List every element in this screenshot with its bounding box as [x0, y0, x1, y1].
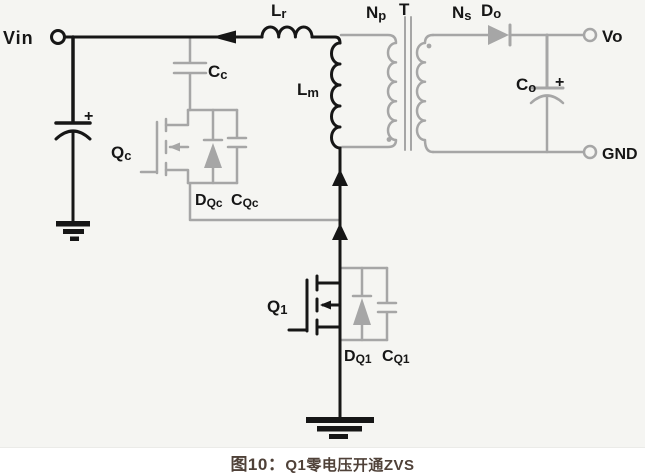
ns-label: Ns	[452, 3, 472, 23]
output-diode-do	[488, 23, 512, 47]
dq1-label: DQ1	[344, 348, 372, 366]
current-arrow-up-icon	[332, 169, 348, 186]
vin-terminal-icon	[50, 29, 66, 45]
caption-strip: 图10：Q1零电压开通ZVS	[0, 448, 645, 476]
do-label: Do	[481, 1, 501, 21]
vin-label: Vin	[3, 28, 34, 48]
secondary-winding-ns	[415, 33, 435, 154]
np-polarity-dot-icon	[386, 137, 392, 142]
body-diode-dqc	[202, 108, 224, 185]
clamp-capacitor-cc	[172, 35, 208, 112]
mosfet-qc	[139, 108, 190, 185]
co-label: Co	[516, 75, 536, 95]
dqc-label: DQc	[195, 192, 223, 210]
schematic-background	[0, 0, 645, 448]
current-arrow-left-icon	[212, 30, 236, 44]
body-diode-dq1	[351, 266, 373, 342]
t-label: T	[399, 0, 410, 19]
cq1-label: CQ1	[382, 348, 410, 366]
np-label: Np	[366, 3, 386, 23]
inductor-lr	[260, 25, 314, 39]
vo-terminal-icon	[582, 27, 598, 43]
output-cap-plus-sign: +	[555, 74, 564, 91]
qc-label: Qc	[111, 143, 131, 163]
vo-label: Vo	[602, 27, 622, 46]
cqc-label: CQc	[231, 192, 259, 210]
input-cap-plus-sign: +	[84, 108, 93, 125]
output-capacitor-co	[529, 33, 565, 154]
capacitor-cq1	[376, 266, 398, 342]
ground-symbol-bottom	[306, 417, 374, 439]
input-capacitor	[54, 35, 92, 223]
mosfet-q1	[287, 274, 342, 336]
mosfet-qc-arrow-icon	[169, 142, 180, 152]
figure-caption-text: Q1零电压开通ZVS	[285, 456, 415, 474]
primary-winding-np	[339, 33, 398, 149]
mosfet-q1-arrow-icon	[320, 300, 331, 310]
cc-label: Cc	[208, 62, 228, 82]
q1-label: Q1	[267, 297, 287, 317]
ground-symbol-left	[56, 221, 90, 241]
ns-polarity-dot-icon	[426, 43, 432, 49]
capacitor-cqc	[226, 108, 248, 185]
gnd-label: GND	[602, 146, 638, 163]
figure-number: 图10：	[230, 454, 286, 474]
current-arrow-up2-icon	[332, 223, 348, 240]
lm-label: Lm	[297, 80, 319, 100]
transformer-core	[404, 16, 412, 151]
figure-caption: 图10：Q1零电压开通ZVS	[230, 450, 414, 475]
gnd-terminal-icon	[582, 144, 598, 160]
magnetizing-inductor-lm	[330, 41, 342, 150]
lr-label: Lr	[271, 1, 286, 21]
